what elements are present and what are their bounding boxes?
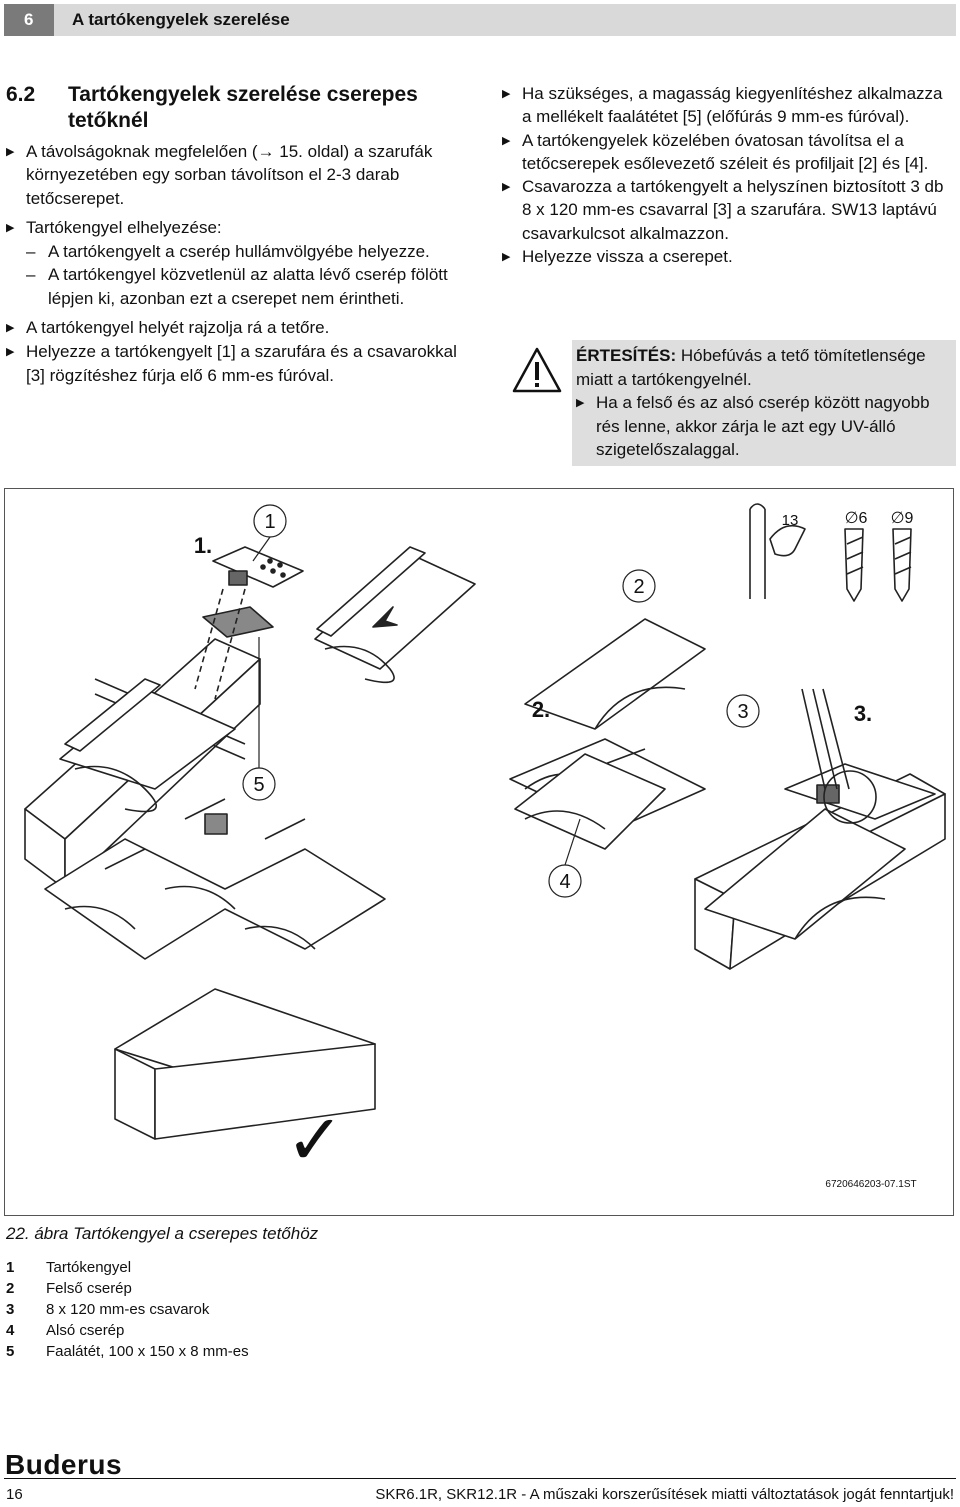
drill-bit-icon [844,528,912,602]
chapter-title: A tartókengyelek szerelése [72,10,290,29]
step-text: Tartókengyel elhelyezése: [26,217,222,237]
step-text: Helyezze vissza a cserepet. [522,247,733,267]
step-label-1: 1. [194,533,212,558]
drill-size-9: ∅9 [891,510,914,527]
section-number: 6.2 [6,83,36,106]
triangle-bullet-icon: ▶ [502,251,511,264]
sub-item: – A tartókengyel közvetlenül az alatta l… [26,263,476,310]
callout-2: 2 [633,576,644,598]
sub-text: A tartókengyelt a cserép hullámvölgyébe … [48,242,430,262]
triangle-bullet-icon: ▶ [502,181,511,194]
page-number: 16 [6,1486,23,1503]
sub-item: – A tartókengyelt a cserép hullámvölgyéb… [26,240,476,263]
sub-text: A tartókengyel közvetlenül az alatta lév… [48,265,448,308]
step-text: A tartókengyel helyét rajzolja rá a tető… [26,318,330,338]
step-text: A tartókengyelek közelében óvatosan távo… [522,130,929,173]
step1-bracket [212,546,304,588]
dash-bullet: – [26,265,36,285]
chapter-header: 6 A tartókengyelek szerelése [4,4,956,36]
check-mark-icon: ✓ [286,1101,345,1179]
wrench-icon [749,503,806,599]
screws-icon [801,688,850,790]
right-column: ▶ Ha szükséges, a magasság kiegyenlítésh… [502,82,956,269]
left-column: 6.2 Tartókengyelek szerelése cserepes te… [6,82,476,387]
section-heading: 6.2 Tartókengyelek szerelése cserepes te… [6,82,476,134]
triangle-bullet-icon: ▶ [6,221,15,234]
notice-box: ÉRTESÍTÉS: Hóbefúvás a tető tömítetlensé… [502,340,956,466]
step-item: ▶ Tartókengyel elhelyezése: [6,216,476,240]
warning-triangle-icon [502,340,572,466]
final-roof-assembly [44,798,386,1140]
step-text: Ha szükséges, a magasság kiegyenlítéshez… [522,84,943,127]
step-item: ▶ Ha szükséges, a magasság kiegyenlítésh… [502,82,956,129]
notice-message: Hóbefúvás a tető tömítetlensége miatt a … [576,346,926,389]
callout-5: 5 [253,774,264,796]
wrench-size: 13 [782,512,799,529]
triangle-bullet-icon: ▶ [502,134,511,147]
footer-divider [4,1478,956,1479]
triangle-bullet-icon: ▶ [6,146,15,158]
callout-1: 1 [264,511,275,533]
drill-size-6: ∅6 [845,510,868,527]
callout-3: 3 [737,701,748,723]
step-item: ▶ Helyezze vissza a cserepet. [502,245,956,269]
step3-tile [704,808,906,940]
step-text: Csavarozza a tartókengyelt a helyszínen … [522,177,944,243]
step1-tile [59,678,236,813]
step-text: Helyezze a tartókengyelt [1] a szarufára… [26,342,457,385]
triangle-bullet-icon: ▶ [502,88,511,100]
brand-logo: Buderus [5,1449,123,1480]
triangle-bullet-icon: ▶ [6,322,15,335]
dash-bullet: – [26,242,36,262]
notice-step-text: Ha a felső és az alsó cserép között nagy… [596,393,930,459]
figure-caption: 22. ábra Tartókengyel a cserepes tetőhöz [6,1224,319,1243]
notice-label: ÉRTESÍTÉS: [576,346,677,365]
step-label-2: 2. [532,697,550,722]
callout-4: 4 [559,871,570,893]
step-item: ▶ Csavarozza a tartókengyelt a helyszíne… [502,175,956,245]
step-item: ▶ A tartókengyel helyét rajzolja rá a te… [6,316,476,340]
notice-step: ▶ Ha a felső és az alsó cserép között na… [576,391,952,462]
arrow-icon [372,606,398,628]
figure-code: 6720646203-07.1ST [825,1179,916,1190]
notice-text: ÉRTESÍTÉS: Hóbefúvás a tető tömítetlensé… [572,340,956,466]
section-title: Tartókengyelek szerelése cserepes tetőkn… [68,83,418,132]
removed-upper-tile [314,546,476,684]
triangle-bullet-icon: ▶ [576,397,585,409]
step-item: ▶ A távolságoknak megfelelően (→ 15. old… [6,140,476,210]
step-label-3: 3. [854,701,872,726]
figure-22: 1 2 3 4 5 1. 2. 3. 13 ∅6 ∅9 6720646203-0… [4,488,954,1216]
installation-illustration: 1 2 3 4 5 1. 2. 3. 13 ∅6 ∅9 6720646203-0… [24,503,946,1190]
chapter-number: 6 [4,4,54,36]
step-text: A távolságoknak megfelelően (→ 15. oldal… [26,142,433,208]
triangle-bullet-icon: ▶ [6,346,15,359]
step1-wood-shim [202,606,274,638]
step-item: ▶ Helyezze a tartókengyelt [1] a szarufá… [6,340,476,387]
footer-text: SKR6.1R, SKR12.1R - A műszaki korszerűsí… [375,1486,954,1503]
step-item: ▶ A tartókengyelek közelében óvatosan tá… [502,129,956,176]
